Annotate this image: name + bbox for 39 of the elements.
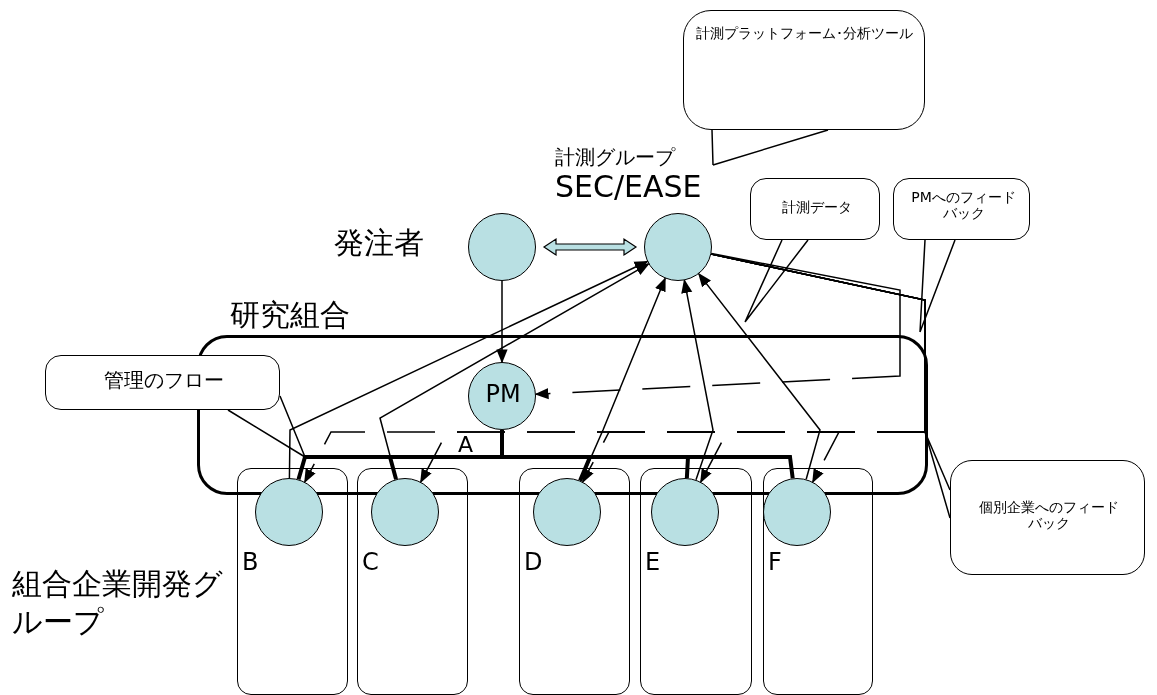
feedback-arrow bbox=[534, 252, 901, 400]
arrow bbox=[681, 279, 714, 481]
callout-text: 管理のフロー bbox=[102, 369, 225, 392]
company-box bbox=[237, 468, 348, 695]
company-box bbox=[357, 468, 468, 695]
callout-text: PMへのフィードバック bbox=[910, 189, 1017, 222]
callout-tooltip bbox=[683, 10, 925, 130]
company-box bbox=[763, 468, 873, 695]
callout-tail bbox=[227, 395, 306, 458]
arrow bbox=[496, 280, 508, 364]
box-letter: D bbox=[524, 549, 543, 577]
callout-text: 計測プラットフォーム･分析ツール bbox=[696, 25, 914, 42]
callout-tail bbox=[919, 239, 956, 333]
callout-text: 計測データ bbox=[781, 199, 853, 216]
group-title: 研究組合 bbox=[230, 298, 350, 333]
company-box bbox=[519, 468, 630, 695]
callout-tail bbox=[711, 129, 829, 166]
callout-tail bbox=[744, 239, 809, 323]
box-letter: B bbox=[242, 549, 259, 577]
circle-node bbox=[468, 362, 536, 430]
double-arrow bbox=[542, 237, 638, 257]
group-label: 組合企業開発グループ bbox=[12, 565, 224, 640]
callout-tooltip bbox=[45, 355, 280, 410]
part-label: A bbox=[458, 431, 474, 459]
node-label: 発注者 bbox=[334, 226, 424, 261]
company-box bbox=[640, 468, 752, 695]
box-letter: C bbox=[362, 549, 379, 577]
callout-tooltip bbox=[750, 178, 880, 240]
callout-tail bbox=[924, 431, 951, 519]
callout-tooltip bbox=[950, 460, 1145, 575]
arrow bbox=[698, 272, 821, 480]
box-letter: F bbox=[768, 549, 782, 577]
callout-tooltip bbox=[893, 178, 1030, 240]
callout-text: 個別企業へのフィードバック bbox=[979, 499, 1119, 532]
box-letter: E bbox=[645, 549, 661, 577]
node-label: 計測グループ bbox=[555, 146, 675, 169]
arrow bbox=[288, 260, 649, 479]
node-label: PM bbox=[484, 381, 522, 409]
node-label: SEC/EASE bbox=[555, 170, 702, 205]
